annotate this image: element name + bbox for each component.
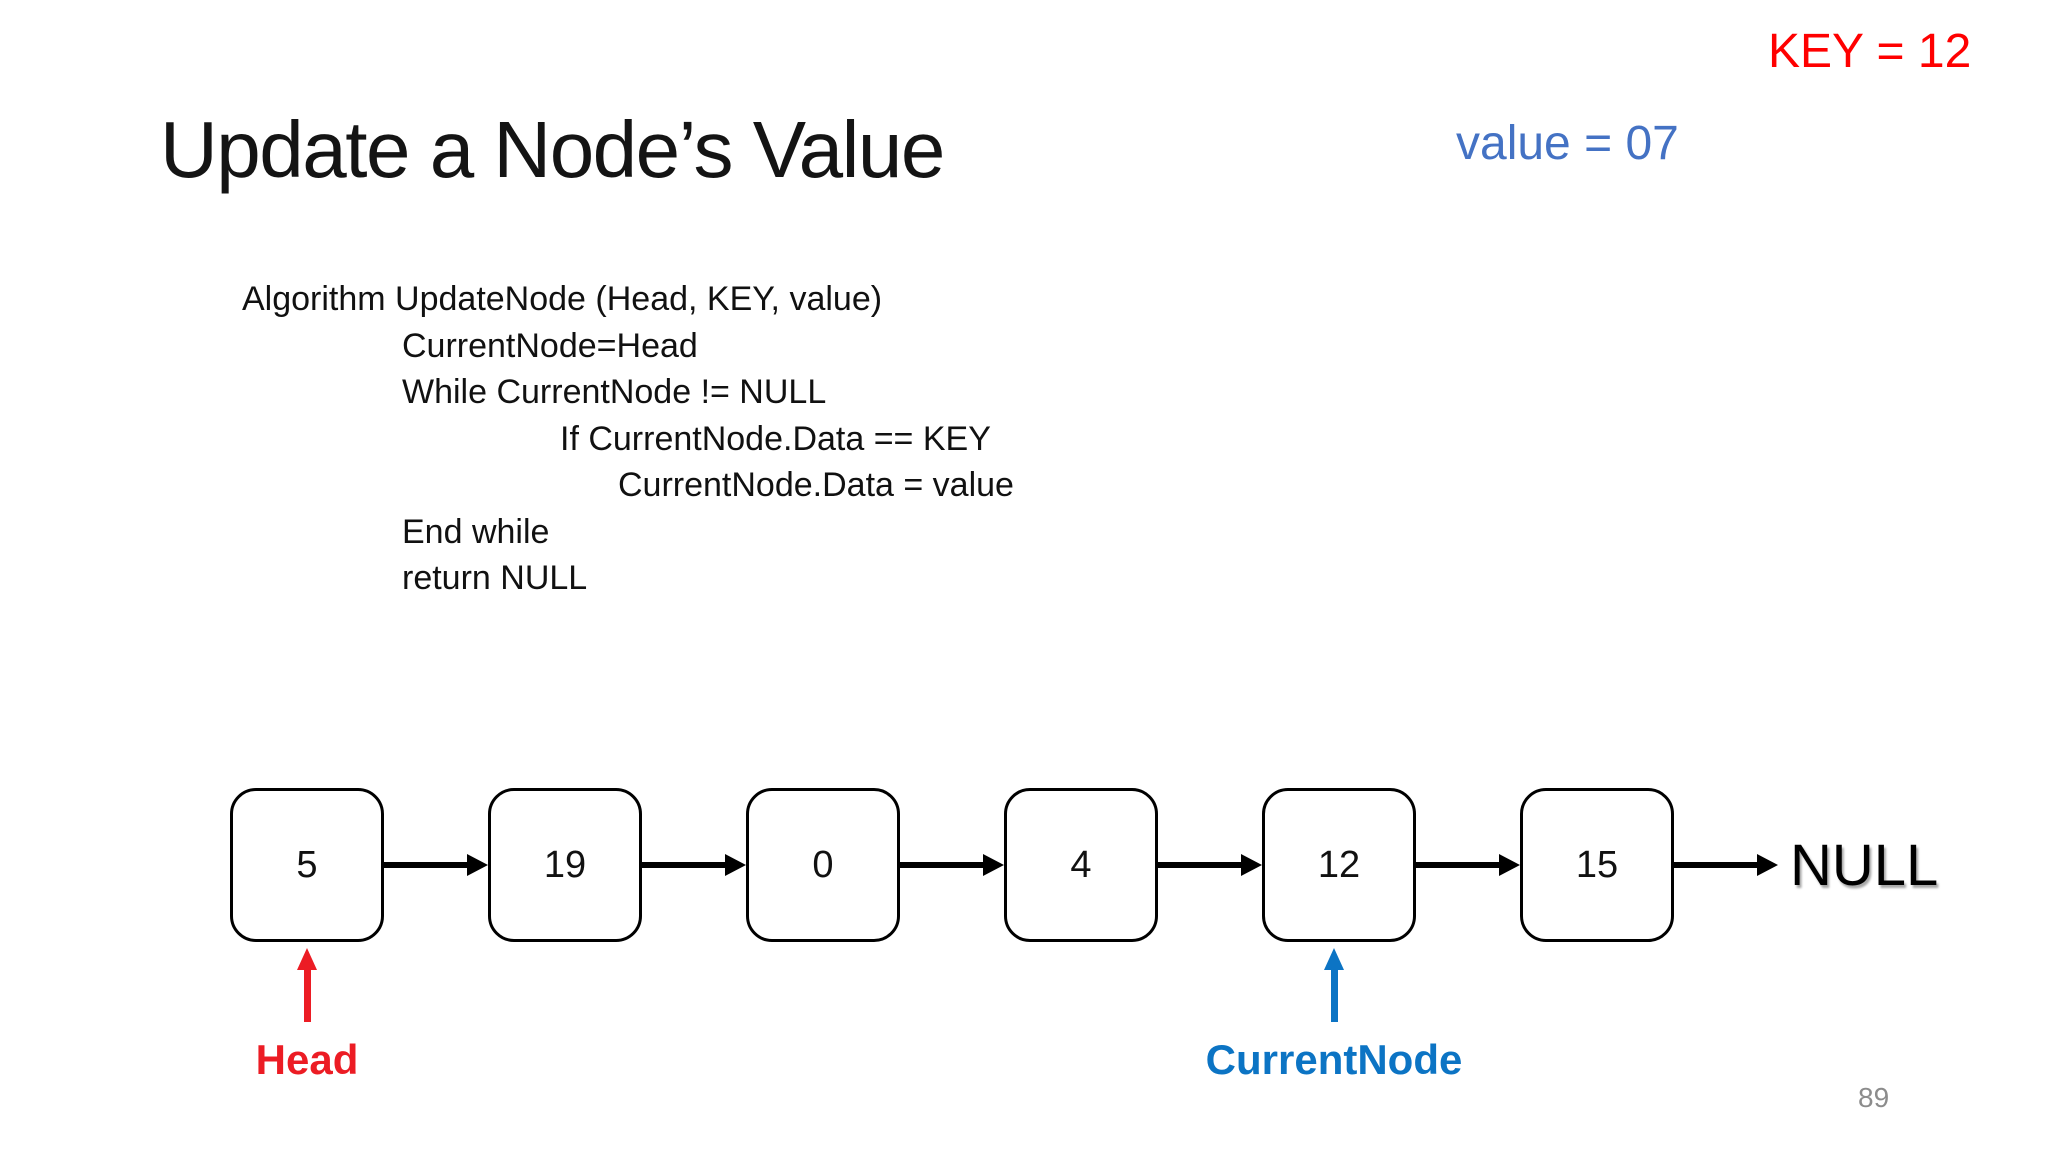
code-line: While CurrentNode != NULL: [402, 373, 827, 411]
head-label: Head: [255, 1036, 359, 1083]
next-pointer-arrow: [642, 788, 746, 942]
value-annotation: value = 07: [1456, 117, 1679, 170]
arrow-head-icon: [1757, 854, 1778, 876]
list-node: 12: [1262, 788, 1416, 942]
list-node: 4: [1004, 788, 1158, 942]
arrow-head-icon: [1241, 854, 1262, 876]
node-value: 4: [1070, 843, 1092, 886]
arrow-head-icon: [1499, 854, 1520, 876]
node-value: 19: [543, 843, 587, 886]
linked-list-diagram: 5 19 0 4 12 15 NULL: [230, 788, 1938, 942]
arrow-head-icon: [725, 854, 746, 876]
key-annotation: KEY = 12: [1768, 25, 1972, 78]
list-node: 5: [230, 788, 384, 942]
arrow-shaft: [1674, 862, 1762, 868]
next-pointer-arrow: [1158, 788, 1262, 942]
arrow-shaft: [1330, 968, 1338, 1022]
arrow-shaft: [384, 862, 472, 868]
next-pointer-arrow: [1416, 788, 1520, 942]
arrow-shaft: [303, 968, 311, 1022]
node-value: 15: [1575, 843, 1619, 886]
node-value: 12: [1317, 843, 1361, 886]
node-value: 5: [296, 843, 318, 886]
current-node-label: CurrentNode: [1205, 1036, 1463, 1083]
list-node: 15: [1520, 788, 1674, 942]
next-pointer-arrow: [1674, 788, 1778, 942]
next-pointer-arrow: [384, 788, 488, 942]
algorithm-pseudocode: Algorithm UpdateNode (Head, KEY, value) C…: [242, 276, 1014, 602]
arrow-shaft: [900, 862, 988, 868]
arrow-shaft: [1158, 862, 1246, 868]
current-node-pointer-arrow: [1322, 948, 1346, 1022]
page-title: Update a Node’s Value: [160, 105, 945, 194]
code-line: return NULL: [402, 559, 588, 597]
code-line: CurrentNode=Head: [402, 326, 698, 365]
list-node: 19: [488, 788, 642, 942]
list-node: 0: [746, 788, 900, 942]
null-terminator: NULL: [1790, 832, 1939, 898]
code-line: Algorithm UpdateNode (Head, KEY, value): [242, 280, 883, 318]
page-number: 89: [1858, 1082, 1890, 1113]
next-pointer-arrow: [900, 788, 1004, 942]
arrow-shaft: [1416, 862, 1504, 868]
node-value: 0: [812, 843, 834, 886]
arrow-head-icon: [983, 854, 1004, 876]
code-line: CurrentNode.Data = value: [618, 466, 1014, 504]
arrow-shaft: [642, 862, 730, 868]
code-line: If CurrentNode.Data == KEY: [560, 419, 991, 458]
head-pointer-arrow: [295, 948, 319, 1022]
arrow-head-icon: [297, 948, 317, 970]
arrow-head-icon: [467, 854, 488, 876]
code-line: End while: [402, 512, 550, 551]
arrow-head-icon: [1324, 948, 1344, 970]
